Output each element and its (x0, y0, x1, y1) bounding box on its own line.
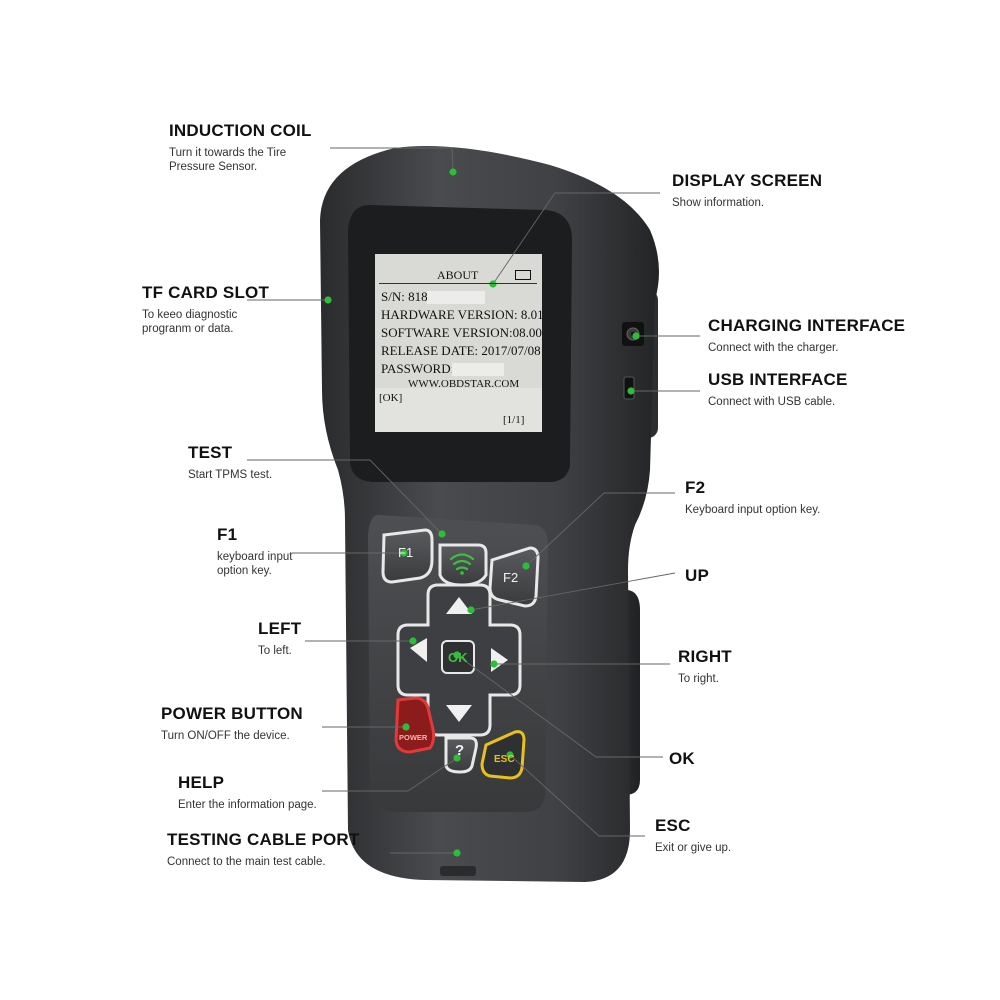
esc-key-label: ESC (494, 754, 515, 765)
callout-display-screen: DISPLAY SCREEN Show information. (672, 171, 822, 210)
callout-ok: OK (669, 749, 695, 769)
callout-title: TF CARD SLOT (142, 283, 270, 302)
callout-desc: Start TPMS test. (188, 469, 273, 481)
callout-desc: Connect to the main test cable. (167, 856, 326, 868)
callout-up: UP (685, 566, 709, 586)
leader-lines (247, 147, 700, 854)
screen-title: ABOUT (437, 268, 479, 282)
callout-desc: To left. (258, 645, 292, 657)
screen-line: HARDWARE VERSION: 8.01 (381, 307, 544, 322)
callout-desc: Connect with the charger. (708, 342, 839, 354)
callout-title: TESTING CABLE PORT (167, 830, 360, 849)
callout-charging-interface: CHARGING INTERFACE Connect with the char… (708, 316, 905, 355)
left-arrow-icon[interactable] (410, 638, 427, 662)
callout-title: F2 (685, 478, 706, 497)
callout-esc: ESC Exit or give up. (655, 816, 731, 855)
callout-testing-cable-port: TESTING CABLE PORT Connect to the main t… (167, 830, 360, 869)
callout-title: USB INTERFACE (708, 370, 848, 389)
callout-help: HELP Enter the information page. (178, 773, 317, 812)
screen-page-indicator: [1/1] (503, 414, 525, 426)
callout-title: F1 (217, 525, 238, 544)
help-key[interactable] (444, 736, 478, 774)
callout-desc: Connect with USB cable. (708, 396, 836, 408)
callout-desc: Enter the information page. (178, 799, 317, 811)
callout-power-button: POWER BUTTON Turn ON/OFF the device. (161, 704, 303, 743)
screen-ok-softkey[interactable]: [OK] (379, 392, 403, 404)
screen-line: SOFTWARE VERSION:08.00 (381, 325, 542, 340)
test-key[interactable] (438, 543, 488, 587)
callout-title: INDUCTION COIL (169, 121, 312, 140)
callout-desc: Exit or give up. (655, 842, 732, 854)
f2-key-label: F2 (503, 570, 519, 585)
wifi-icon (449, 553, 475, 571)
help-key-label: ? (455, 742, 465, 759)
f1-key[interactable] (381, 528, 434, 584)
callout-desc: Keyboard input option key. (685, 504, 821, 516)
callout-title: POWER BUTTON (161, 704, 303, 723)
callout-title: ESC (655, 816, 691, 835)
callout-title: DISPLAY SCREEN (672, 171, 823, 190)
callout-right: RIGHT To right. (678, 647, 732, 686)
screen-line: RELEASE DATE: 2017/07/08 (381, 343, 541, 358)
screen-line: PASSWORD: 13 (381, 361, 471, 376)
down-arrow-icon[interactable] (446, 705, 472, 722)
callout-title: OK (669, 749, 695, 768)
screen-line: S/N: 8184 (381, 289, 435, 304)
callout-f2: F2 Keyboard input option key. (685, 478, 820, 517)
callout-title: LEFT (258, 619, 302, 638)
power-key-label: POWER (399, 733, 428, 742)
esc-key[interactable] (480, 730, 526, 780)
callout-desc: Show information. (672, 197, 765, 209)
up-arrow-icon[interactable] (446, 597, 472, 614)
marker-dots (324, 168, 640, 857)
screen-ok-label: OK (382, 392, 399, 404)
screen-website: WWW.OBDSTAR.COM (408, 378, 520, 390)
callout-title: CHARGING INTERFACE (708, 316, 906, 335)
callout-desc: To right. (678, 673, 719, 685)
callout-left: LEFT To left. (258, 619, 301, 658)
battery-icon (515, 270, 531, 280)
callout-title: UP (685, 566, 710, 585)
power-key[interactable] (394, 696, 436, 754)
callout-title: RIGHT (678, 647, 732, 666)
callout-usb-interface: USB INTERFACE Connect with USB cable. (708, 370, 848, 409)
callout-test: TEST Start TPMS test. (188, 443, 272, 482)
obd-device (320, 146, 659, 882)
screen-title-divider (379, 283, 537, 285)
redacted-block (452, 363, 504, 376)
callout-desc: Turn ON/OFF the device. (161, 730, 290, 742)
testing-cable-port (440, 866, 476, 876)
redacted-block (427, 291, 485, 304)
ok-key-label: OK (448, 650, 468, 665)
f1-key-label: F1 (398, 545, 414, 560)
callout-title: HELP (178, 773, 225, 792)
screen-page-label: 1/1 (506, 414, 521, 426)
callout-title: TEST (188, 443, 233, 462)
